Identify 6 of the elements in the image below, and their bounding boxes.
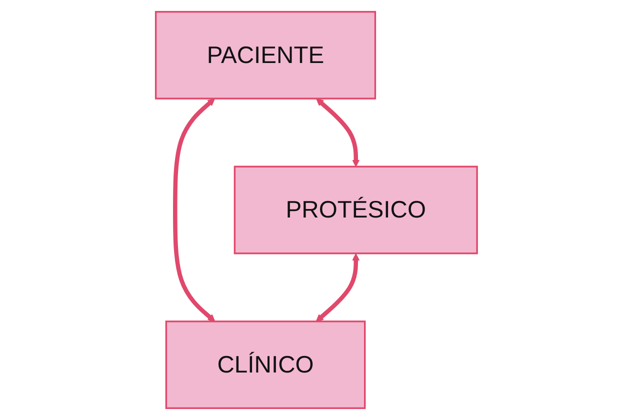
node-box: PROTÉSICO <box>233 166 478 254</box>
node-box: CLÍNICO <box>164 320 366 410</box>
arrow <box>172 98 215 322</box>
arrow <box>315 253 360 322</box>
node-box: PACIENTE <box>154 10 376 100</box>
arrow <box>316 98 360 167</box>
